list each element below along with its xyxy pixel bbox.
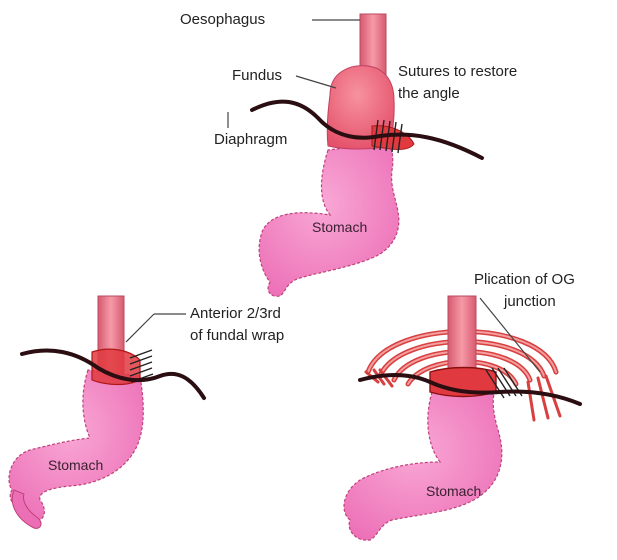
top-figure bbox=[228, 14, 482, 296]
left-stomach-shape bbox=[9, 370, 143, 520]
left-figure bbox=[9, 296, 204, 528]
label-anterior-line1: Anterior 2/3rd bbox=[190, 304, 281, 323]
label-oesophagus: Oesophagus bbox=[180, 10, 265, 29]
label-sutures-line2: the angle bbox=[398, 84, 460, 103]
label-plication-line1: Plication of OG bbox=[474, 270, 575, 289]
label-diaphragm: Diaphragm bbox=[214, 130, 287, 149]
anterior-leader bbox=[126, 314, 154, 342]
right-stomach-shape bbox=[344, 392, 502, 540]
label-plication-line2: junction bbox=[504, 292, 556, 311]
right-figure bbox=[344, 296, 580, 540]
label-fundus: Fundus bbox=[232, 66, 282, 85]
label-stomach-left: Stomach bbox=[48, 456, 103, 475]
label-anterior-line2: of fundal wrap bbox=[190, 326, 284, 345]
label-stomach-top: Stomach bbox=[312, 218, 367, 237]
fundus-leader bbox=[296, 76, 336, 88]
label-sutures-line1: Sutures to restore bbox=[398, 62, 517, 81]
label-stomach-right: Stomach bbox=[426, 482, 481, 501]
